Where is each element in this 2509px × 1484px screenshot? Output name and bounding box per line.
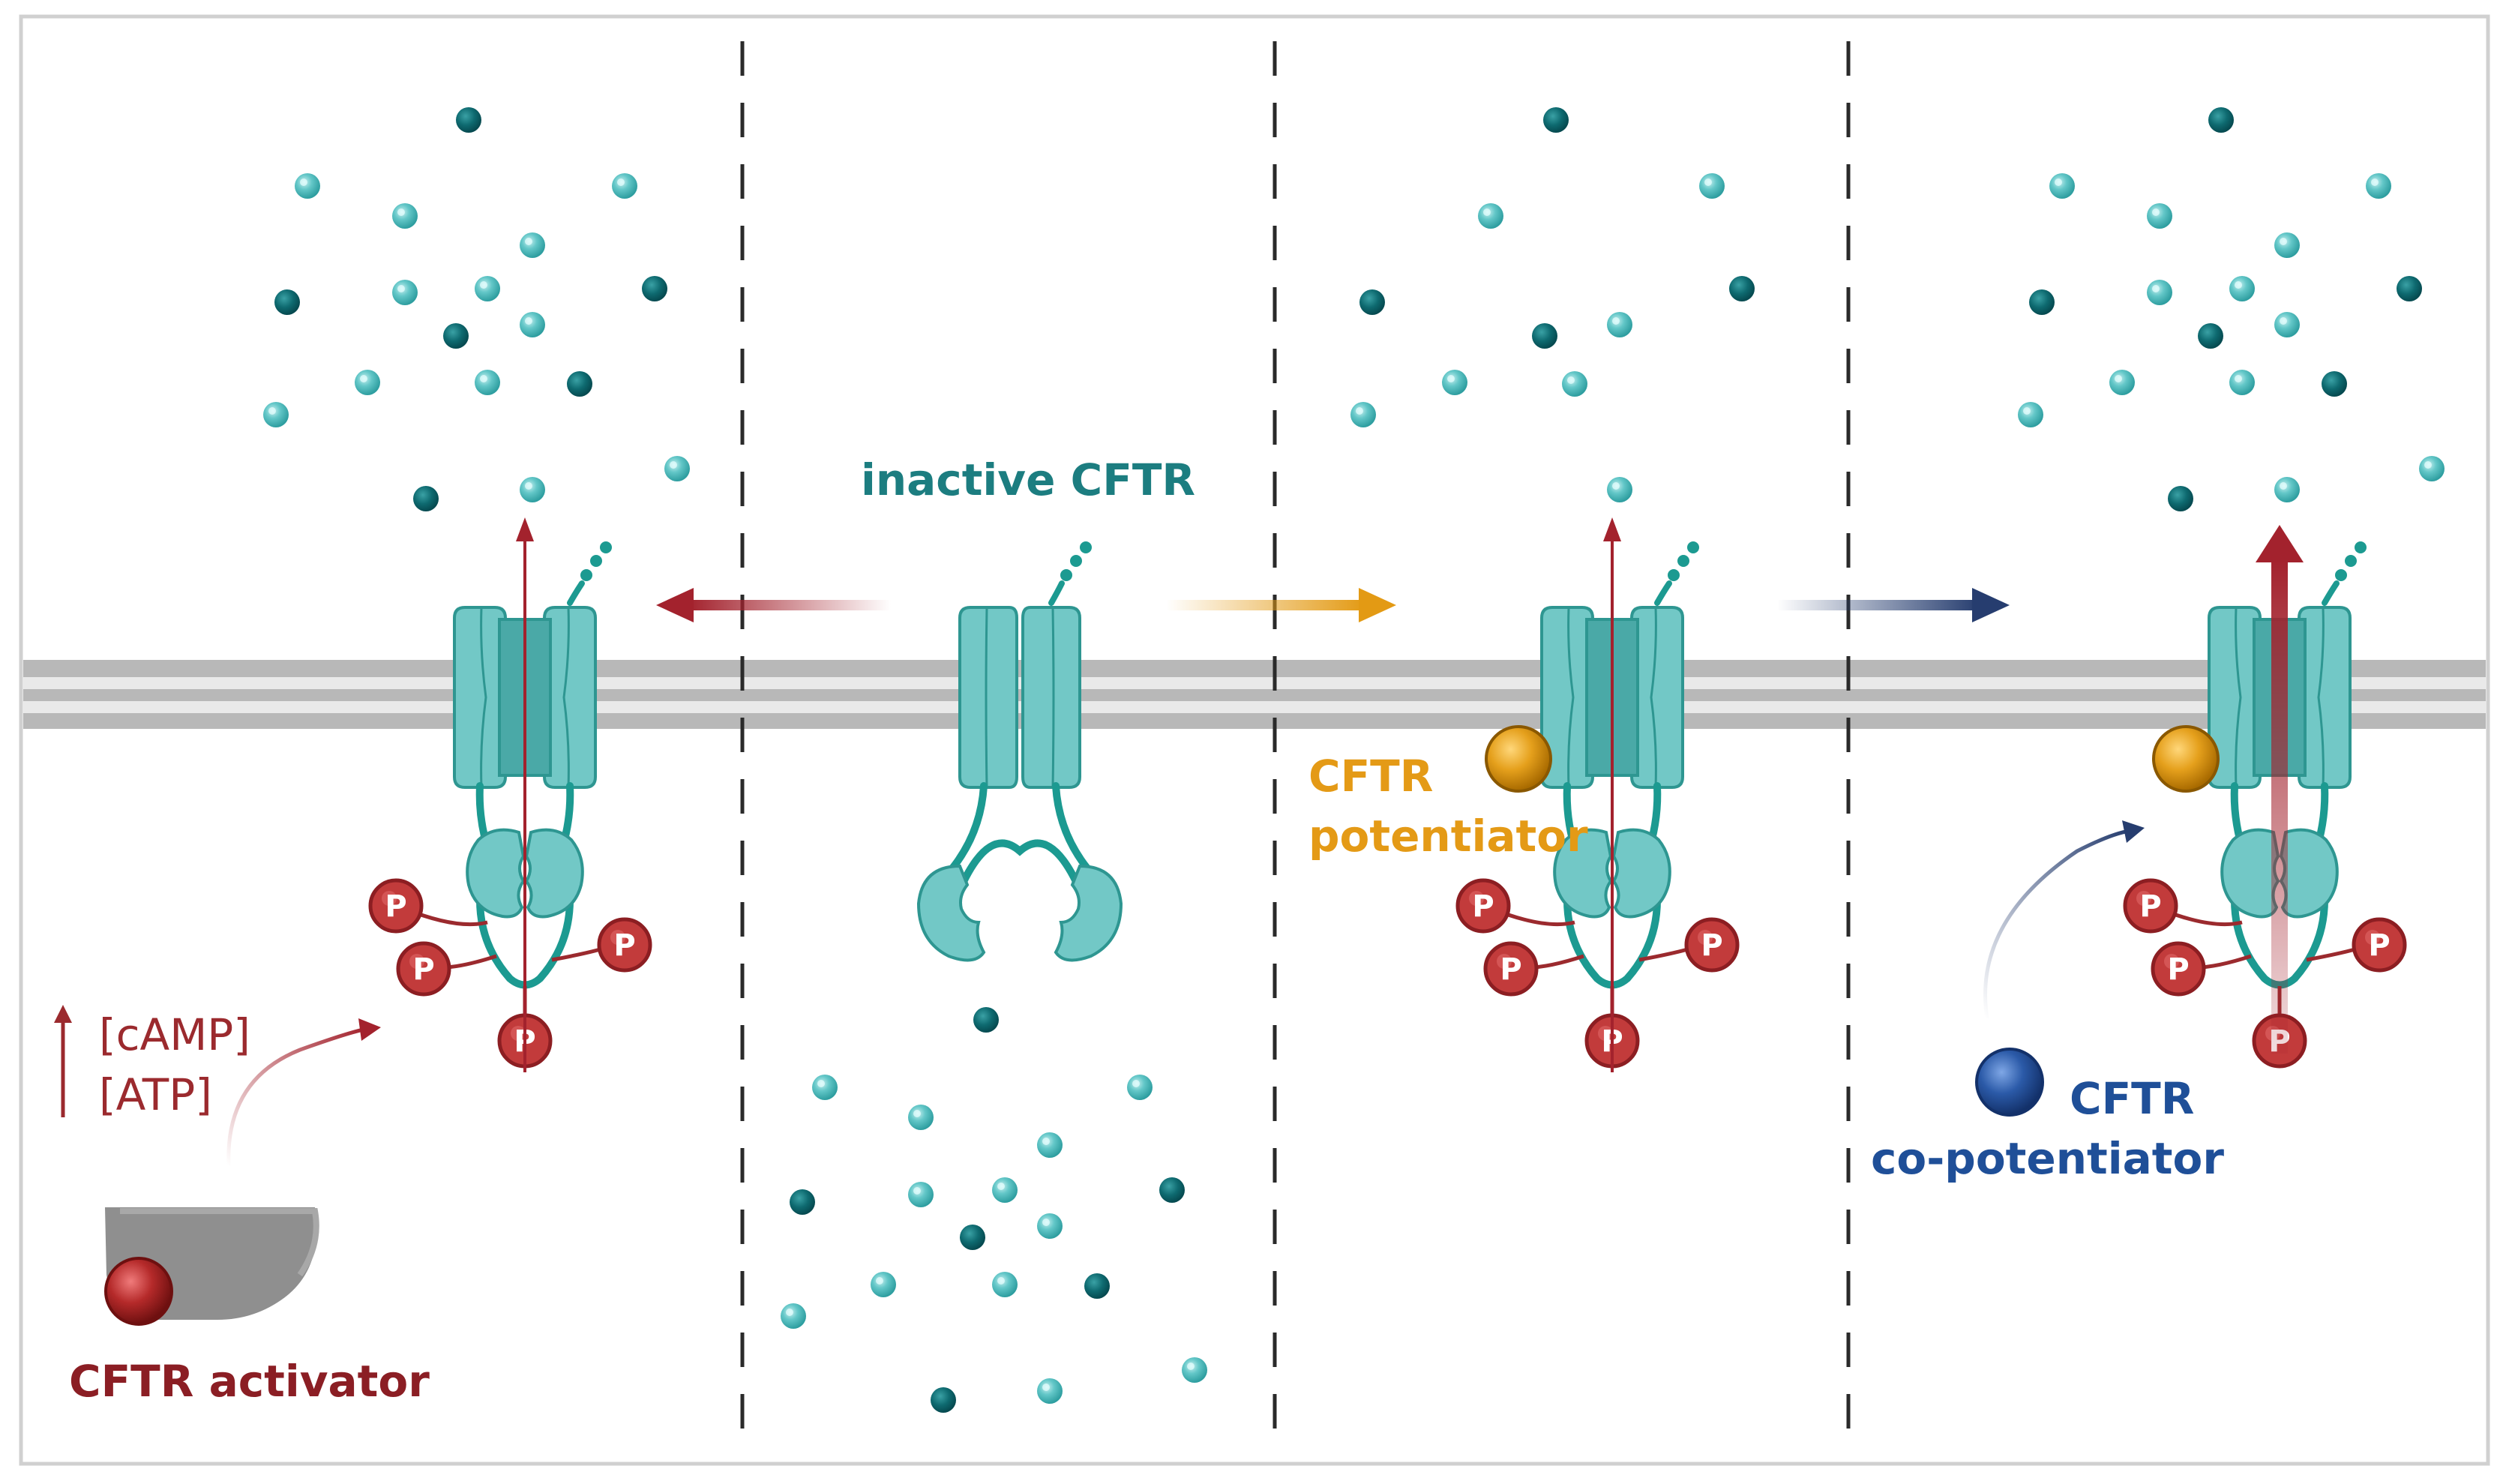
ion-flow-arrow-1	[516, 517, 534, 1072]
inactive-cftr-label: inactive CFTR	[861, 454, 1195, 505]
activator-molecule	[104, 1257, 173, 1326]
copotentiator-molecule	[1975, 1048, 2044, 1117]
figure-frame	[19, 14, 2490, 1466]
copotentiator-label-line2: co-potentiator	[1871, 1133, 2224, 1184]
potentiator-molecule-2	[2152, 725, 2220, 793]
potentiator-molecule	[1485, 725, 1552, 793]
arrow-to-potentiated	[1166, 588, 1396, 622]
atp-label: [ATP]	[99, 1069, 212, 1120]
cell-membrane	[23, 660, 2486, 729]
potentiator-label-line2: potentiator	[1308, 811, 1588, 862]
copotentiator-label-line1: CFTR	[2070, 1073, 2194, 1124]
camp-atp-up-arrow	[54, 1005, 72, 1117]
arrow-to-copotentiated	[1777, 588, 2010, 622]
activator-curved-arrow	[226, 1018, 381, 1167]
potentiator-label-line1: CFTR	[1308, 751, 1433, 802]
ion-flow-arrow-4-thick	[2256, 525, 2304, 1054]
arrow-to-activated	[656, 588, 891, 622]
camp-label: [cAMP]	[99, 1009, 250, 1060]
copotentiator-curved-arrow	[1983, 820, 2145, 1019]
ion-flow-arrow-3	[1603, 517, 1621, 1072]
panel-dividers	[740, 41, 1851, 1432]
activator-label: CFTR activator	[69, 1356, 430, 1407]
